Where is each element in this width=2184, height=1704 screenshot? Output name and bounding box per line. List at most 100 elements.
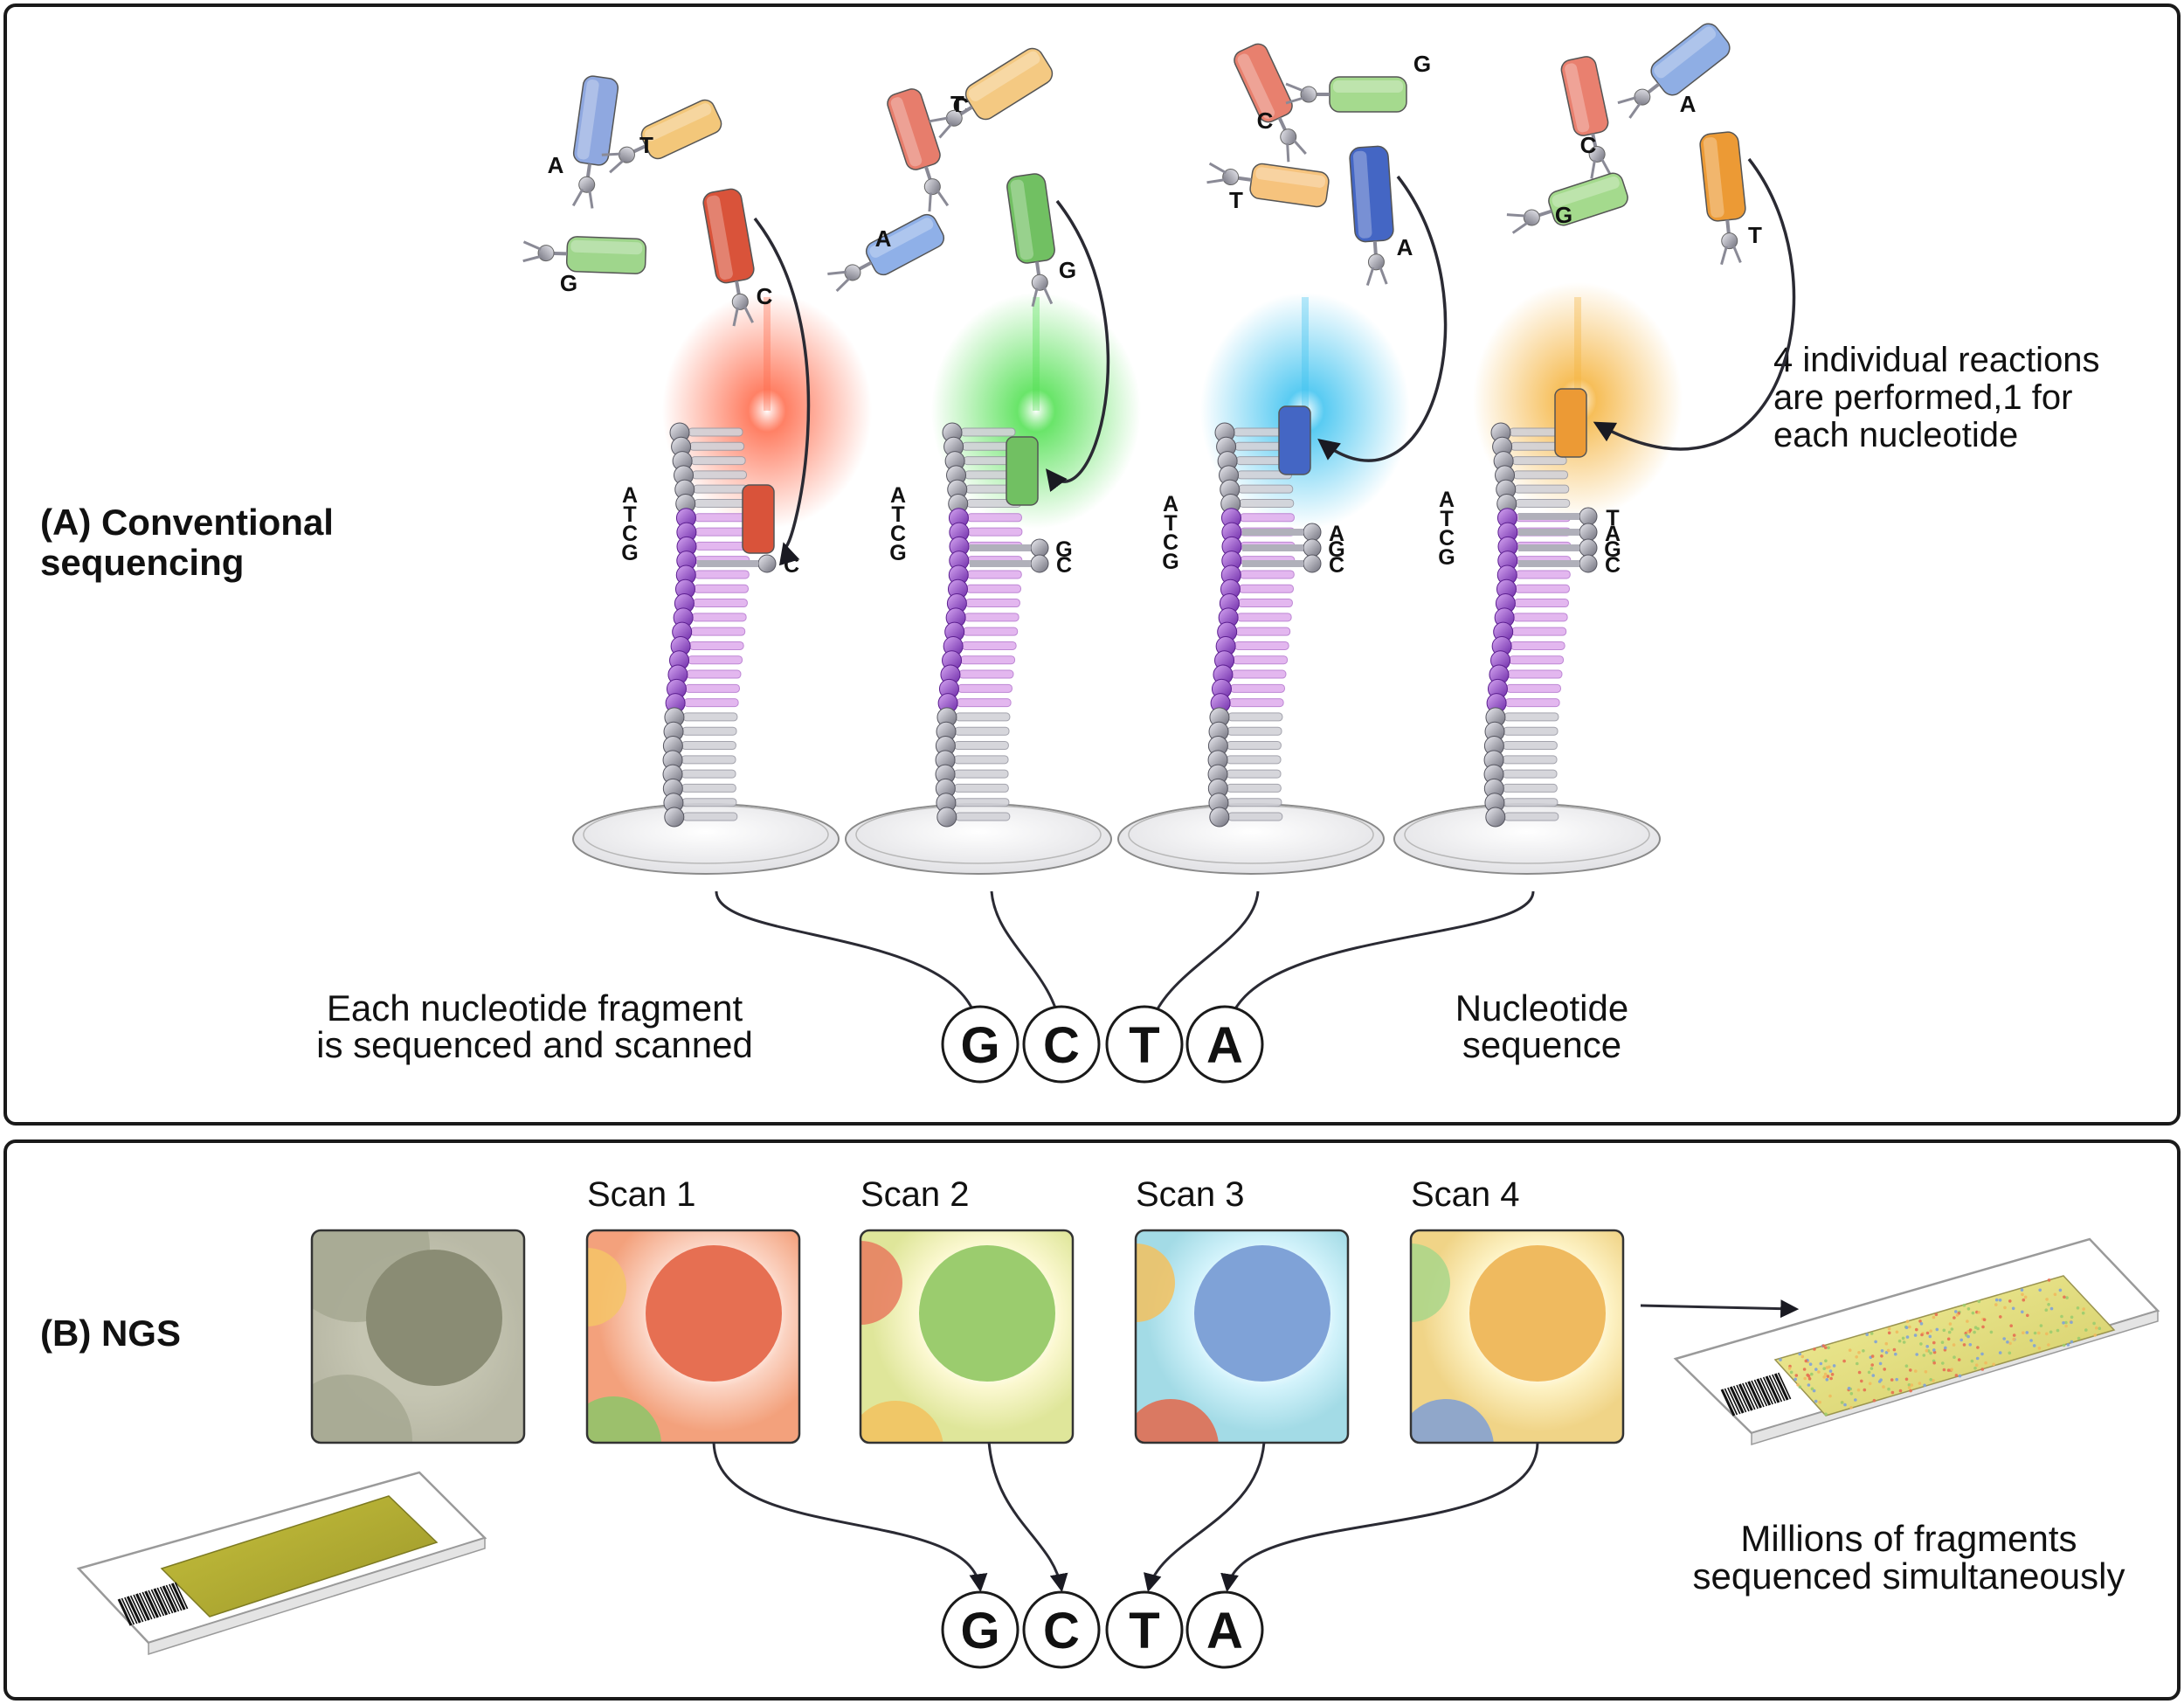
panel-a-title-line2: sequencing bbox=[40, 542, 244, 583]
cluster-dot bbox=[1855, 1355, 1858, 1359]
scan-label: Scan 3 bbox=[1136, 1175, 1245, 1214]
base-rung bbox=[955, 812, 1011, 821]
cluster-dot bbox=[2064, 1320, 2068, 1325]
arrow-reaction-4 bbox=[1220, 890, 1535, 1036]
base-rung bbox=[964, 599, 1020, 608]
cluster-dot bbox=[1932, 1315, 1936, 1320]
cluster-dot bbox=[1934, 1313, 1939, 1317]
barcode-bar bbox=[144, 1590, 159, 1618]
barcode-bar bbox=[150, 1589, 165, 1617]
cluster-dot bbox=[1848, 1348, 1852, 1352]
cluster-dot bbox=[1974, 1363, 1979, 1367]
barcode-bar bbox=[1736, 1384, 1750, 1412]
template-letter: A bbox=[1439, 488, 1455, 512]
base-rung bbox=[690, 627, 746, 636]
cluster-dot bbox=[1999, 1315, 2002, 1319]
cluster-dot bbox=[1862, 1349, 1865, 1353]
nucleotide-highlight bbox=[1654, 26, 1717, 79]
cluster-dot bbox=[1856, 1388, 1861, 1392]
sequence-letter-a: A bbox=[1206, 1017, 1243, 1074]
cluster-dot bbox=[1998, 1299, 2002, 1302]
nucleotide-body bbox=[1560, 56, 1609, 136]
panel-b-title: (B) NGS bbox=[40, 1313, 181, 1354]
barcode-bar bbox=[169, 1583, 183, 1611]
base-rung bbox=[1226, 741, 1282, 751]
nucleotide-letter: C bbox=[1257, 107, 1274, 134]
cluster-dot bbox=[1902, 1340, 1906, 1344]
cluster-dot bbox=[1810, 1387, 1814, 1391]
template-letter: T bbox=[891, 502, 904, 527]
cluster-dot bbox=[1854, 1398, 1857, 1402]
sequence-circle-c bbox=[1022, 1590, 1101, 1669]
right-caption-line2: sequence bbox=[1462, 1024, 1621, 1065]
cluster-dot bbox=[2047, 1303, 2050, 1306]
barcode-bar bbox=[139, 1592, 153, 1620]
base-rung bbox=[1509, 655, 1565, 665]
cluster-dot bbox=[1825, 1378, 1829, 1382]
cluster-dot bbox=[1942, 1328, 1946, 1333]
nucleotide-letter: C bbox=[1580, 132, 1597, 158]
cluster-dot bbox=[2006, 1340, 2009, 1344]
cluster-dot bbox=[1992, 1362, 1995, 1367]
cluster-dot bbox=[1819, 1361, 1823, 1366]
cluster-dot bbox=[1803, 1376, 1807, 1381]
cluster-dot bbox=[2039, 1324, 2043, 1327]
template-letter: G bbox=[621, 541, 638, 565]
cluster-dot bbox=[1982, 1318, 1987, 1321]
cluster-dot bbox=[1954, 1374, 1959, 1377]
base-rung bbox=[1228, 698, 1284, 708]
tile-border bbox=[585, 1229, 801, 1444]
neighbor-cluster bbox=[860, 1241, 902, 1325]
tile-content bbox=[1411, 1230, 1623, 1443]
cluster-dot bbox=[1812, 1389, 1816, 1393]
nucleotide-body bbox=[1249, 163, 1330, 208]
base-rung bbox=[681, 741, 736, 751]
template-letter: T bbox=[623, 502, 636, 527]
template-letter: G bbox=[1162, 550, 1178, 574]
nucleotide-bead bbox=[618, 146, 635, 163]
cluster-dot bbox=[1904, 1364, 1909, 1368]
base-rung bbox=[1231, 669, 1287, 679]
cluster-dot bbox=[1807, 1383, 1811, 1387]
cluster-dot bbox=[2058, 1288, 2063, 1292]
nucleotide-body bbox=[1699, 131, 1746, 222]
scan-tile-2: Scan 2 bbox=[859, 1175, 1075, 1444]
base-rung bbox=[1238, 484, 1294, 494]
cluster-dot bbox=[1952, 1355, 1956, 1359]
cluster-dot bbox=[1980, 1368, 1985, 1371]
cluster-dot bbox=[1807, 1377, 1812, 1381]
cluster-dot bbox=[2003, 1306, 2007, 1310]
cluster-dot bbox=[1915, 1353, 1918, 1356]
cluster-dot bbox=[1789, 1370, 1794, 1375]
nucleotide-letter: A bbox=[548, 152, 564, 178]
base-rung bbox=[1227, 712, 1283, 722]
cluster-dot bbox=[2047, 1343, 2050, 1347]
nucleotide-highlight bbox=[1552, 176, 1620, 207]
base-rung bbox=[1503, 726, 1559, 736]
base-rung bbox=[1504, 698, 1560, 708]
base-rung bbox=[1511, 456, 1567, 466]
nucleotide-tail bbox=[1365, 267, 1375, 287]
base-rung bbox=[964, 613, 1019, 622]
nucleotide-bead bbox=[923, 178, 941, 196]
neighbor-cluster bbox=[1411, 1243, 1450, 1322]
cluster-dot bbox=[1887, 1326, 1891, 1331]
nucleotide-bead bbox=[1222, 169, 1240, 186]
template-letter: A bbox=[622, 483, 638, 508]
nucleotide-letter: A bbox=[875, 225, 892, 252]
nucleotide-bead bbox=[844, 264, 861, 281]
nucleotide-letter: T bbox=[1229, 187, 1243, 213]
nucleotide-highlight bbox=[1255, 167, 1326, 188]
cluster-dot bbox=[1804, 1359, 1808, 1363]
nucleotide-body bbox=[1006, 173, 1055, 264]
base-rung bbox=[1227, 812, 1283, 821]
cluster-dot bbox=[2098, 1326, 2102, 1330]
paired-bead bbox=[1579, 507, 1598, 526]
barcode-bar bbox=[121, 1597, 135, 1625]
nucleotide-tail bbox=[1617, 96, 1637, 105]
nucleotide-highlight bbox=[1703, 137, 1724, 218]
base-rung bbox=[1502, 755, 1558, 765]
nucleotide-tail bbox=[1600, 157, 1612, 176]
cluster-dot bbox=[1980, 1352, 1984, 1356]
